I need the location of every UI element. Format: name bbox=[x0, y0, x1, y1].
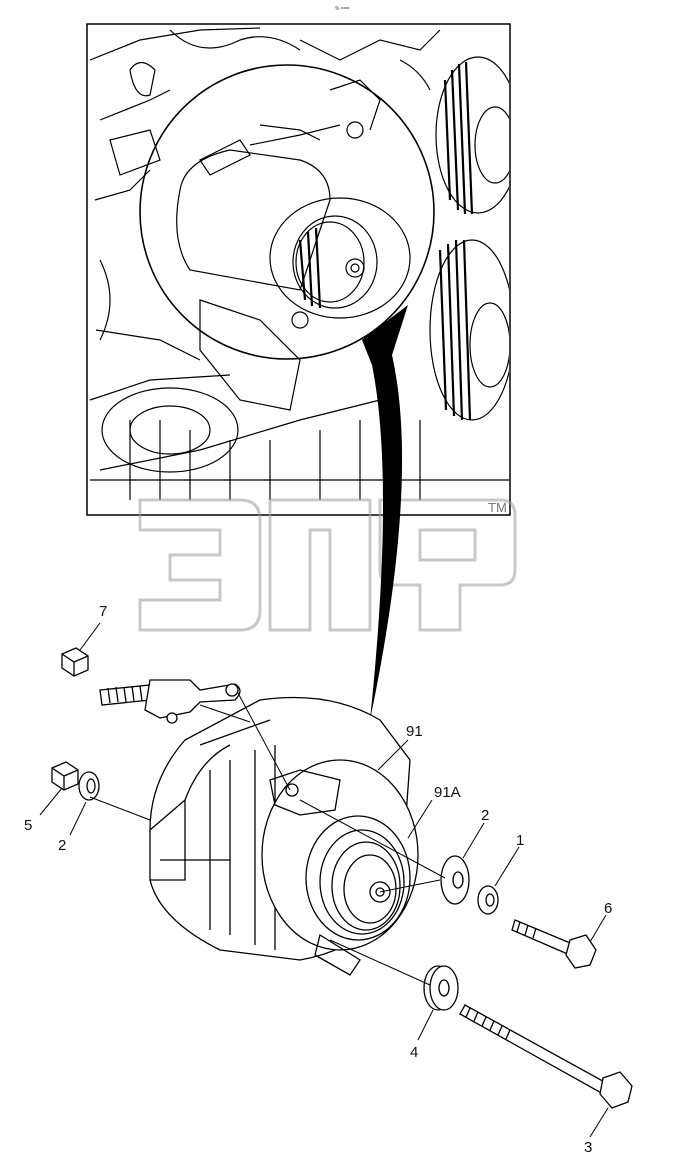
alternator-pulley-groove-1 bbox=[319, 829, 405, 935]
adjusting-link-hole bbox=[166, 712, 178, 724]
alternator-exploded-view bbox=[149, 696, 419, 976]
detail-pointer-arrow bbox=[362, 305, 408, 720]
inset-bracket bbox=[199, 299, 301, 411]
callout-2-left: 2 bbox=[58, 837, 66, 854]
inset-lifting-eye-hole bbox=[129, 405, 211, 455]
alternator-rear-cover bbox=[149, 719, 271, 881]
nut-7 bbox=[61, 647, 89, 677]
alternator-pulley-shaft bbox=[375, 887, 385, 897]
washer-2-right bbox=[440, 855, 470, 905]
engine-block-lines bbox=[89, 27, 509, 500]
spacer-4 bbox=[423, 965, 459, 1011]
adjusting-link-eye bbox=[225, 683, 239, 697]
inset-crank-pulley-top-inner bbox=[474, 106, 509, 184]
callout-6: 6 bbox=[604, 900, 612, 917]
callout-7: 7 bbox=[99, 603, 107, 620]
nut-5 bbox=[51, 761, 79, 791]
engine-inset bbox=[86, 23, 511, 516]
inset-crank-pulley-bottom-inner bbox=[469, 302, 509, 388]
inset-pulley-hatch bbox=[298, 61, 474, 421]
inset-crank-pulley-top bbox=[435, 56, 509, 214]
alternator-fins bbox=[209, 745, 276, 950]
alternator-pulley-outer bbox=[305, 815, 411, 941]
inset-pulley-groove bbox=[292, 215, 378, 309]
callout-2-right: 2 bbox=[481, 807, 489, 824]
inset-bolt-2 bbox=[346, 121, 364, 139]
inset-pulley-groove-2 bbox=[295, 221, 365, 303]
inset-pulley-outer bbox=[269, 197, 411, 319]
inset-bolt-1 bbox=[291, 311, 309, 329]
bolt-6 bbox=[511, 919, 597, 969]
inset-pulley-nut bbox=[345, 258, 365, 278]
adjusting-link-threads bbox=[107, 685, 143, 704]
adjusting-link bbox=[99, 679, 241, 724]
lock-washer-1 bbox=[477, 885, 499, 915]
bolt-3 bbox=[459, 1004, 633, 1109]
washer-2-left bbox=[78, 771, 100, 801]
inset-adjust-link bbox=[199, 124, 341, 176]
inset-lifting-eye bbox=[101, 387, 239, 473]
adjusting-link-body bbox=[144, 679, 241, 719]
callout-91A: 91A bbox=[434, 784, 461, 801]
alternator-pulley-groove-2 bbox=[331, 841, 401, 931]
alternator-mounting-ear bbox=[269, 769, 341, 816]
callout-5: 5 bbox=[24, 817, 32, 834]
header-mark: % === bbox=[335, 6, 350, 12]
inset-alternator-body bbox=[176, 149, 331, 291]
watermark-logo: TM bbox=[138, 498, 517, 632]
leader-lines bbox=[39, 622, 609, 1138]
alternator-ear-hole bbox=[285, 783, 299, 797]
callout-3: 3 bbox=[584, 1139, 592, 1156]
callout-91: 91 bbox=[406, 723, 423, 740]
alternator-lower-foot bbox=[314, 933, 361, 976]
inset-crank-pulley-bottom bbox=[429, 239, 509, 421]
callout-4: 4 bbox=[410, 1044, 418, 1061]
inset-pulley-hole bbox=[350, 263, 360, 273]
callout-1: 1 bbox=[516, 832, 524, 849]
alternator-pulley-nut bbox=[369, 881, 391, 903]
callout-labels: 7 5 2 91 91A 2 1 6 4 3 bbox=[24, 603, 612, 1156]
detail-magnifier-circle bbox=[139, 64, 435, 360]
watermark-tm: TM bbox=[488, 500, 507, 515]
